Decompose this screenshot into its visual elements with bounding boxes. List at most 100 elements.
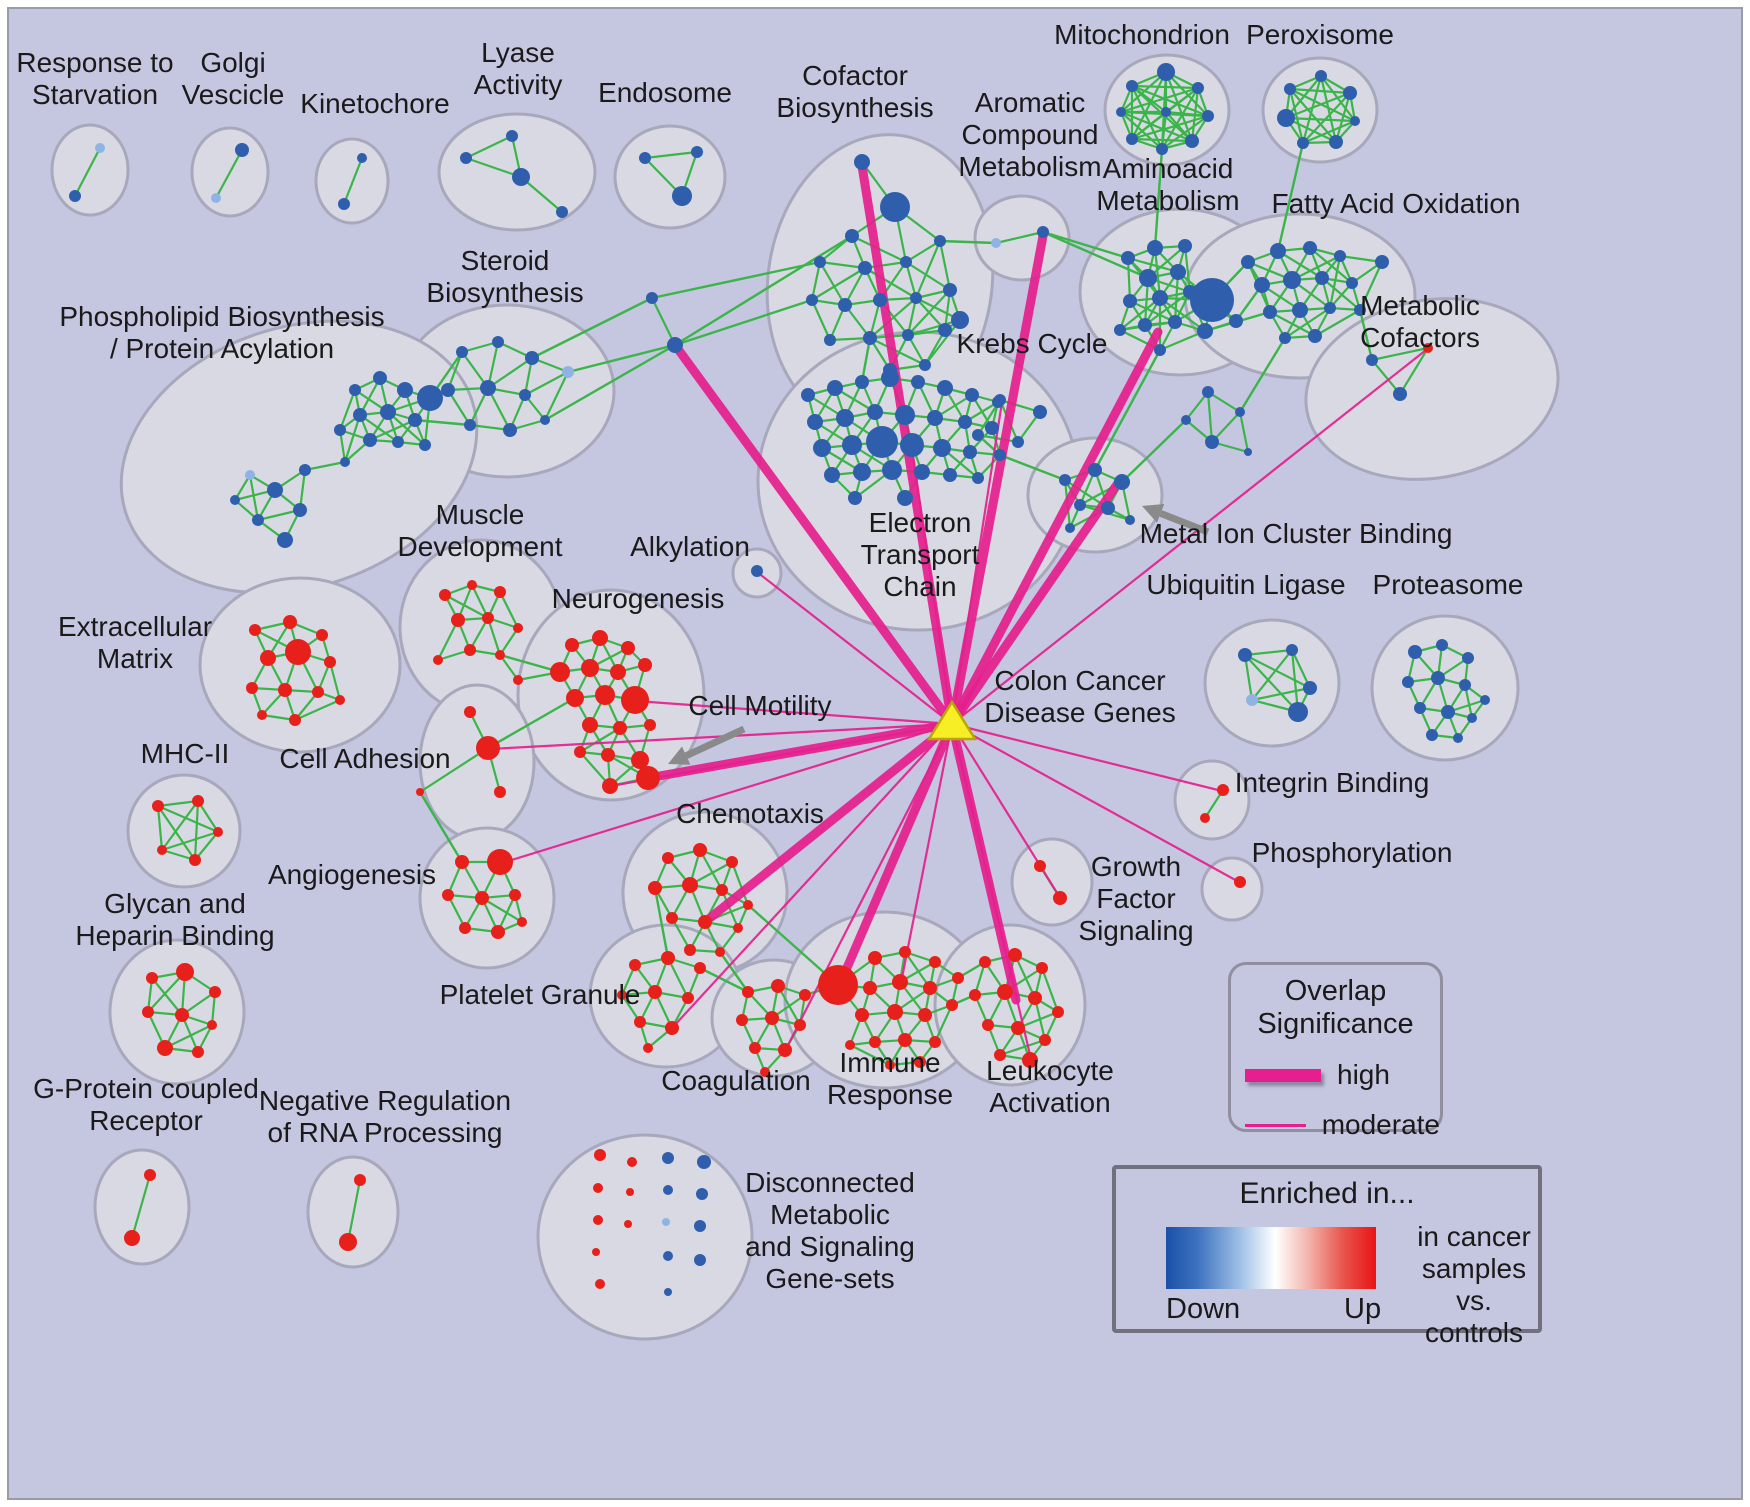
gene-set-edge-phospholipid-biosynthesis: [338, 389, 357, 431]
gene-set-node-fatty-acid-oxidation: [1292, 302, 1308, 318]
gene-set-node-disconnected-gene-sets: [697, 1155, 711, 1169]
gene-set-edge-muscle-development: [499, 627, 519, 656]
inter-cluster-edge: [674, 234, 853, 347]
gene-set-node-electron-transport-chain: [867, 404, 883, 420]
enrichment-caption-line2: samples: [1421, 1253, 1527, 1284]
gene-set-node-proteasome: [1426, 729, 1438, 741]
gene-set-node-neurogenesis: [644, 719, 656, 731]
overlap-edge-high-steroid-junction: [670, 340, 957, 729]
gene-set-edge-aminoacid-metabolism: [1126, 257, 1132, 302]
gene-set-node-mitochondrion: [1157, 63, 1175, 81]
gene-set-node-mitochondrion: [1185, 134, 1199, 148]
gene-set-node-coagulation: [799, 989, 811, 1001]
gene-set-edge-extracellular-matrix: [294, 698, 341, 722]
gene-set-edge-cofactor-biosynthesis: [905, 261, 951, 291]
pointer-arrow-shaft-0: [1159, 510, 1210, 536]
gene-set-node-immune-response: [929, 1036, 941, 1048]
gene-set-node-neurogenesis: [601, 748, 615, 762]
gene-set-node-extracellular-matrix: [316, 629, 328, 641]
cluster-label-integrin-binding: Integrin Binding: [1235, 767, 1430, 798]
gene-set-node-platelet-granule: [694, 962, 706, 974]
gene-set-edge-aminoacid-metabolism: [1159, 329, 1206, 352]
gene-set-node-electron-transport-chain: [963, 445, 977, 459]
gene-set-edge-immune-response: [934, 1004, 953, 1043]
overlap-edge-high-chemotaxis: [700, 719, 957, 927]
gene-set-node-neurogenesis: [621, 686, 649, 714]
gene-set-node-phospholipid-biosynthesis: [417, 385, 443, 411]
gene-set-node-muscle-development: [494, 586, 506, 598]
gene-set-edge-ubiquitin-ligase: [1244, 648, 1293, 657]
inter-cluster-edge: [699, 966, 749, 994]
inter-cluster-edge: [1042, 230, 1149, 280]
gene-set-node-leukocyte-activation: [1022, 1052, 1038, 1068]
inter-cluster-edge: [1276, 142, 1305, 252]
gene-set-edge-aminoacid-metabolism: [1119, 297, 1161, 331]
gene-set-node-chemotaxis: [682, 877, 698, 893]
enrichment-caption: in cancer samples vs. controls: [1406, 1221, 1542, 1349]
gene-set-edge-cofactor-biosynthesis: [905, 240, 941, 263]
overlap-high-row: high: [1245, 1059, 1440, 1091]
gene-set-node-disconnected-gene-sets: [664, 1288, 672, 1296]
gene-set-node-muscle-development: [464, 644, 476, 656]
overlap-edge-moderate-integrin-binding: [950, 722, 1224, 793]
gene-set-node-glycan-heparin-binding: [146, 972, 158, 984]
overlap-edge-high-aminoacid-metabolism: [947, 327, 1163, 729]
overlap-edge-moderate-immune-response-2: [899, 722, 954, 985]
gene-set-edge-phospholipid-biosynthesis: [257, 508, 301, 522]
gene-set-edge-fatty-acid-oxidation: [1359, 261, 1383, 311]
gene-set-node-cofactor-biosynthesis: [854, 154, 870, 170]
gene-set-edge-mhc-ii: [161, 800, 199, 851]
cluster-label-peroxisome: Peroxisome: [1246, 19, 1394, 50]
cluster-ellipse-response-to-starvation: [50, 123, 130, 217]
gene-set-node-aminoacid-metabolism: [1147, 240, 1163, 256]
gene-set-node-proteasome: [1467, 713, 1477, 723]
gene-set-node-electron-transport-chain: [827, 380, 843, 396]
gene-set-node-phospholipid-biosynthesis: [373, 371, 387, 385]
gene-set-node-disconnected-gene-sets: [694, 1254, 706, 1266]
overlap-edge-moderate-neurogenesis: [634, 699, 954, 726]
gene-set-node-angiogenesis: [487, 849, 513, 875]
gene-set-edge-phospholipid-biosynthesis: [248, 474, 260, 521]
gene-set-edge-lyase-activity: [465, 135, 513, 159]
inter-cluster-edge: [567, 343, 676, 374]
gene-set-node-fatty-acid-tail: [1181, 415, 1191, 425]
gene-set-node-coagulation: [778, 1043, 792, 1057]
gene-set-node-krebs-cycle: [1033, 405, 1047, 419]
gene-set-node-immune-response: [929, 956, 941, 968]
gene-set-node-neurogenesis: [581, 659, 599, 677]
gene-set-node-proteasome: [1431, 671, 1445, 685]
gene-set-node-fatty-acid-oxidation: [1324, 302, 1336, 314]
gene-set-edge-mitochondrion: [1160, 111, 1168, 150]
gene-set-node-extracellular-matrix: [285, 639, 311, 665]
gene-set-node-coagulation: [765, 1011, 779, 1025]
overlap-legend-title-line2: Significance: [1257, 1008, 1414, 1040]
gene-set-edge-extracellular-matrix: [328, 661, 342, 701]
gene-set-edge-peroxisome: [1334, 92, 1352, 143]
gene-set-node-immune-response: [845, 1040, 855, 1050]
inter-cluster-edge: [418, 791, 464, 863]
gene-set-node-neurogenesis: [621, 641, 635, 655]
gene-set-node-ubiquitin-ligase: [1246, 694, 1258, 706]
gene-set-node-muscle-development: [467, 580, 477, 590]
gene-set-node-g-protein-coupled-receptor: [124, 1230, 140, 1246]
cluster-label-metal-ion-cluster-binding: Metal Ion Cluster Binding: [1140, 518, 1453, 549]
gene-set-node-muscle-development: [439, 589, 451, 601]
gene-set-node-electron-transport-chain: [866, 426, 898, 458]
inter-cluster-edge: [1093, 349, 1162, 471]
gene-set-node-mitochondrion: [1156, 143, 1168, 155]
gene-set-node-cofactor-biosynthesis: [900, 256, 912, 268]
gene-set-node-electron-transport-chain: [900, 433, 924, 457]
gene-set-node-cofactor-biosynthesis: [838, 298, 852, 312]
gene-set-node-platelet-granule: [648, 985, 662, 999]
gene-set-node-cofactor-biosynthesis: [910, 292, 922, 304]
enrichment-caption-line1: in cancer: [1417, 1221, 1531, 1252]
high-significance-line-swatch: [1245, 1068, 1321, 1082]
gene-set-node-fatty-acid-tail: [1244, 448, 1252, 456]
gene-set-node-cofactor-biosynthesis: [902, 329, 914, 341]
gene-set-node-krebs-cycle: [972, 429, 984, 441]
gene-set-node-leukocyte-activation: [969, 989, 981, 1001]
